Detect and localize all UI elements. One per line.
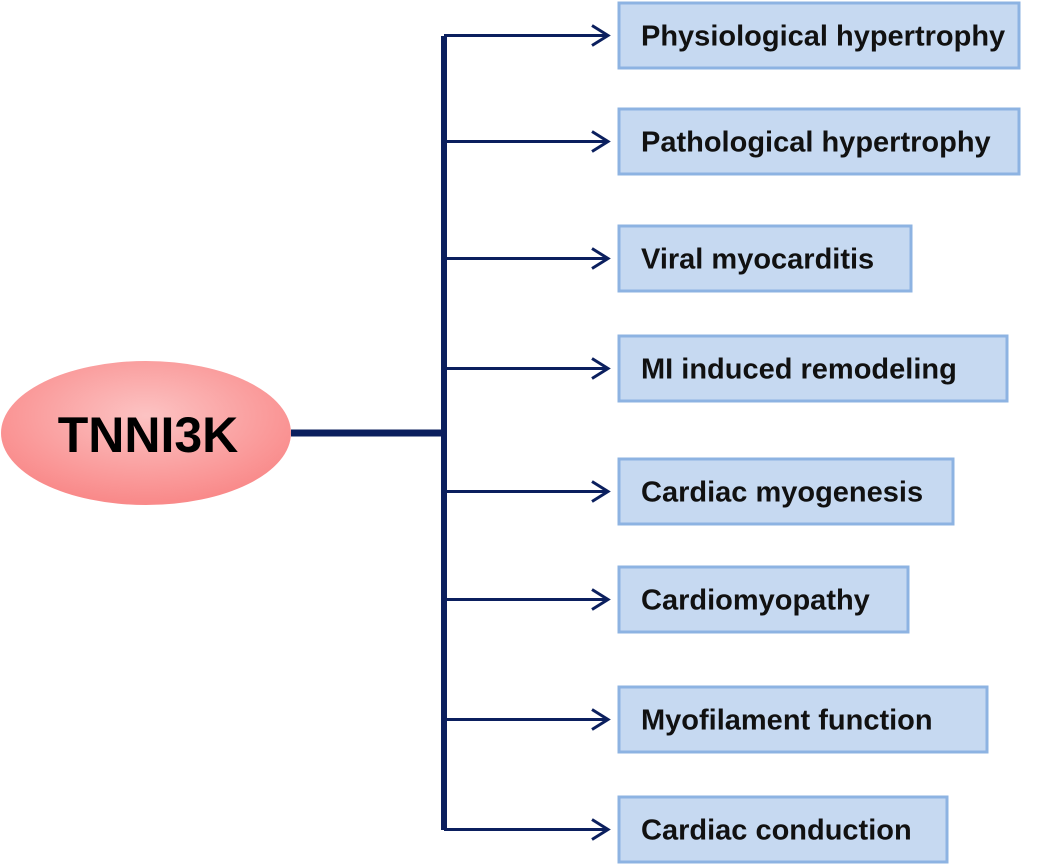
target-box bbox=[617, 457, 955, 526]
center-ellipse bbox=[1, 361, 291, 505]
target-label: MI induced remodeling bbox=[641, 354, 957, 386]
branch-4: MI induced remodeling bbox=[444, 334, 1009, 403]
target-box bbox=[617, 685, 989, 754]
arrowhead-icon bbox=[591, 24, 611, 47]
center-label: TNNI3K bbox=[58, 407, 239, 463]
arrowhead-icon bbox=[591, 708, 611, 731]
arrowhead-icon bbox=[591, 480, 611, 503]
branch-2: Pathological hypertrophy bbox=[444, 107, 1021, 176]
arrowhead-icon bbox=[591, 247, 611, 270]
target-box bbox=[617, 565, 910, 634]
target-label: Cardiomyopathy bbox=[641, 585, 870, 617]
branch-5: Cardiac myogenesis bbox=[444, 457, 955, 526]
target-label: Pathological hypertrophy bbox=[641, 127, 991, 159]
center-node: TNNI3K bbox=[1, 361, 291, 505]
branch-1: Physiological hypertrophy bbox=[444, 1, 1021, 70]
branch-6: Cardiomyopathy bbox=[444, 565, 910, 634]
branch-7: Myofilament function bbox=[444, 685, 989, 754]
arrowhead-icon bbox=[591, 818, 611, 841]
target-box bbox=[617, 107, 1021, 176]
target-box bbox=[617, 1, 1021, 70]
target-box bbox=[617, 334, 1009, 403]
target-label: Viral myocarditis bbox=[641, 244, 874, 276]
arrowhead-icon bbox=[591, 130, 611, 153]
target-box bbox=[617, 795, 949, 864]
target-label: Cardiac conduction bbox=[641, 815, 912, 847]
target-label: Myofilament function bbox=[641, 705, 933, 737]
arrowhead-icon bbox=[591, 588, 611, 611]
target-box bbox=[617, 224, 913, 293]
branch-8: Cardiac conduction bbox=[444, 795, 949, 864]
target-label: Physiological hypertrophy bbox=[641, 21, 1005, 53]
connectors bbox=[291, 36, 447, 830]
target-label: Cardiac myogenesis bbox=[641, 477, 923, 509]
branch-3: Viral myocarditis bbox=[444, 224, 913, 293]
arrowhead-icon bbox=[591, 357, 611, 380]
